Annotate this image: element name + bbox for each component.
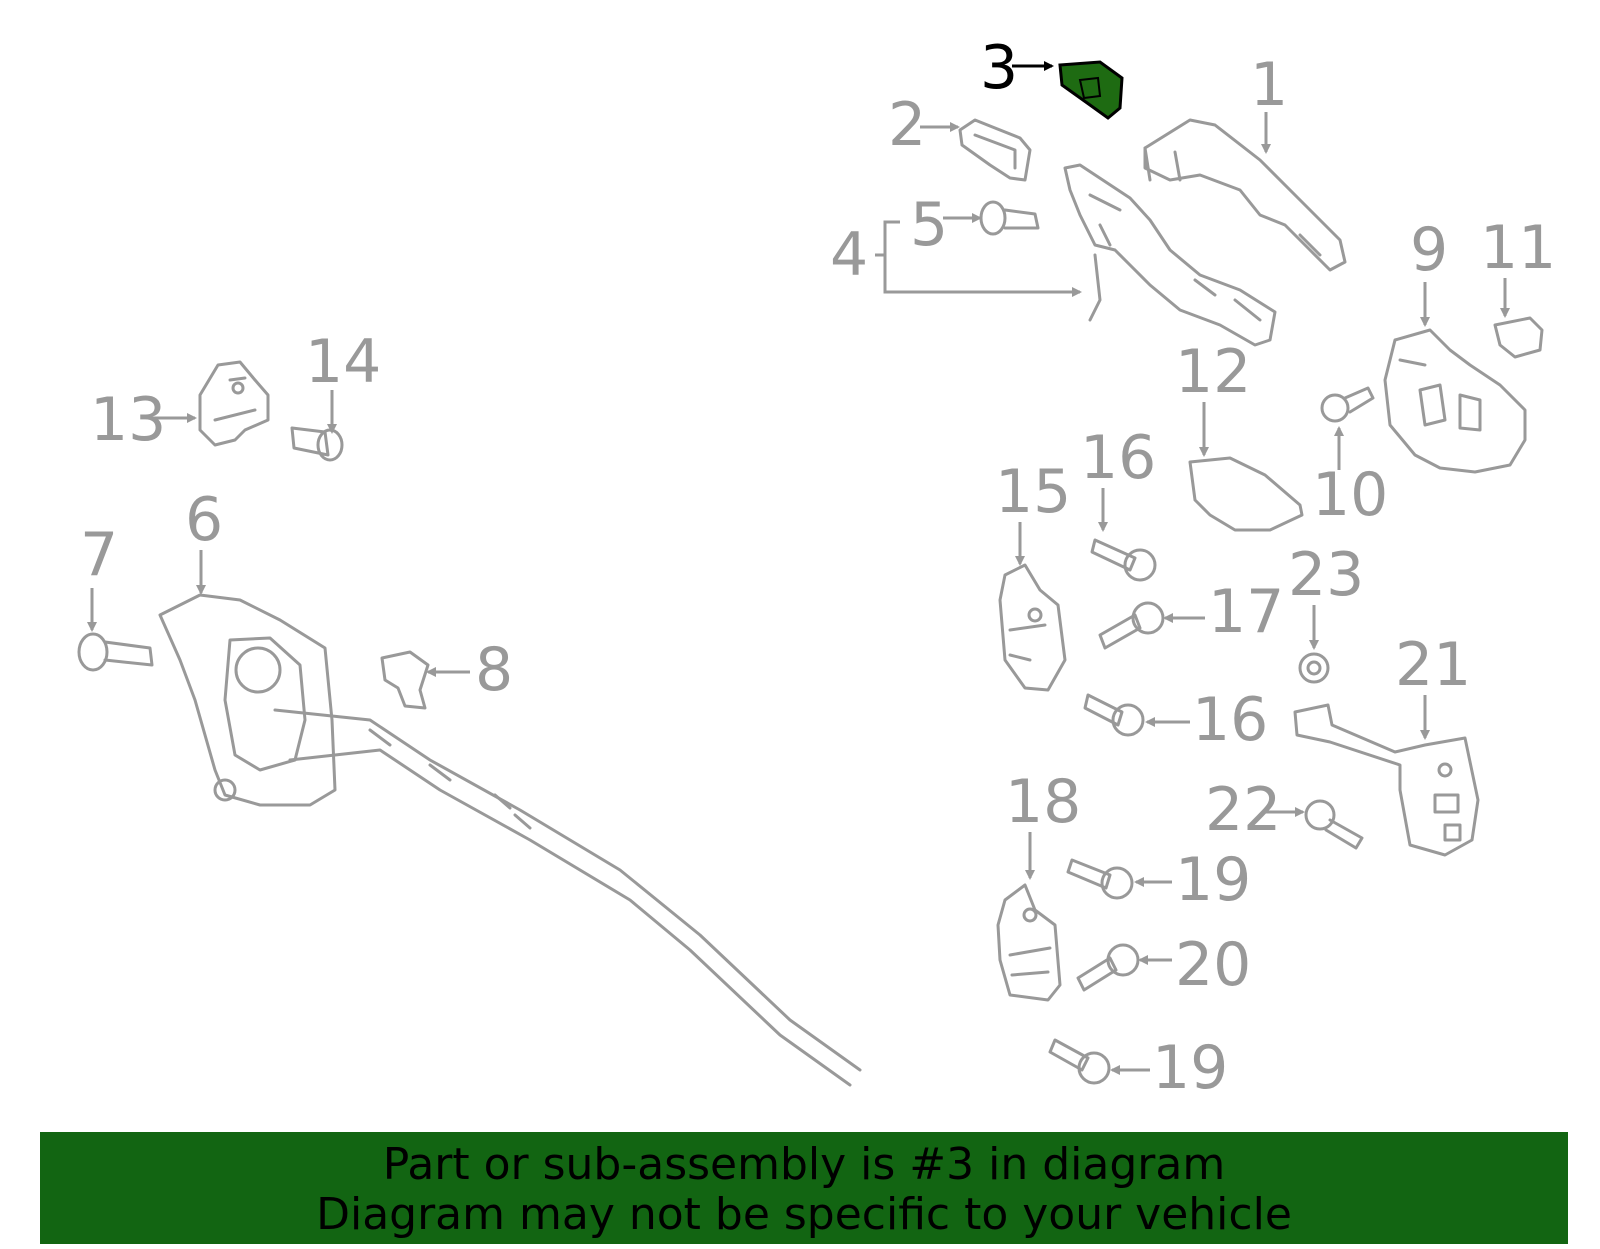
callout-12: 12 xyxy=(1175,337,1251,407)
part-13-bracket: 13 xyxy=(90,360,270,455)
callout-3: 3 xyxy=(980,33,1018,103)
callout-1: 1 xyxy=(1250,50,1288,120)
callout-15: 15 xyxy=(995,457,1071,527)
info-banner: Part or sub-assembly is #3 in diagram Di… xyxy=(40,1132,1568,1244)
callout-8: 8 xyxy=(475,635,513,705)
part-9-housing: 9 xyxy=(1383,215,1527,474)
callout-9: 9 xyxy=(1410,215,1448,285)
callout-21: 21 xyxy=(1395,630,1471,700)
part-16a-bolt: 16 xyxy=(1080,423,1157,582)
part-10-screw: 10 xyxy=(1312,386,1388,530)
part-6-latch-assembly: 6 xyxy=(158,485,862,1087)
callout-10: 10 xyxy=(1312,460,1388,530)
part-12-cover: 12 xyxy=(1175,337,1304,532)
callout-2: 2 xyxy=(888,90,926,160)
callout-11: 11 xyxy=(1480,213,1556,283)
part-20-bolt: 20 xyxy=(1076,930,1251,1000)
callout-13: 13 xyxy=(90,385,166,455)
callout-5: 5 xyxy=(910,190,948,260)
callout-4: 4 xyxy=(830,220,868,290)
parts-diagram: 3 1 2 4 5 9 11 xyxy=(77,33,1556,1103)
callout-16a: 16 xyxy=(1080,423,1156,493)
part-1-outer-handle: 1 xyxy=(1143,50,1347,272)
callout-18: 18 xyxy=(1005,767,1081,837)
part-11-cap: 11 xyxy=(1480,213,1556,359)
part-19a-bolt: 19 xyxy=(1066,845,1251,915)
callout-20: 20 xyxy=(1175,930,1251,1000)
callout-19b: 19 xyxy=(1152,1033,1228,1103)
callout-19a: 19 xyxy=(1175,845,1251,915)
part-22-bolt: 22 xyxy=(1205,775,1364,850)
part-5-screw: 5 xyxy=(910,190,1040,260)
part-8-clip: 8 xyxy=(380,635,513,710)
callout-22: 22 xyxy=(1205,775,1281,845)
part-4-handle-frame: 4 xyxy=(830,163,1277,347)
callout-17: 17 xyxy=(1208,577,1284,647)
callout-7: 7 xyxy=(80,520,118,590)
part-18-hinge: 18 xyxy=(996,767,1081,1002)
banner-line-1: Part or sub-assembly is #3 in diagram xyxy=(382,1139,1226,1190)
callout-16b: 16 xyxy=(1192,685,1268,755)
part-19b-bolt: 19 xyxy=(1048,1033,1228,1103)
callout-6: 6 xyxy=(185,485,223,555)
part-7-bolt: 7 xyxy=(77,520,154,672)
part-17-bolt: 17 xyxy=(1098,577,1284,650)
part-3-highlighted: 3 xyxy=(980,33,1124,120)
part-15-hinge: 15 xyxy=(995,457,1071,692)
part-21-door-check: 21 xyxy=(1293,630,1480,857)
part-14-pin: 14 xyxy=(290,327,381,462)
callout-23: 23 xyxy=(1288,540,1364,610)
banner-line-2: Diagram may not be specific to your vehi… xyxy=(316,1189,1292,1240)
part-16b-bolt: 16 xyxy=(1083,685,1268,755)
part-23-nut: 23 xyxy=(1288,540,1364,684)
callout-14: 14 xyxy=(305,327,381,397)
part-2-gasket: 2 xyxy=(888,90,1032,182)
